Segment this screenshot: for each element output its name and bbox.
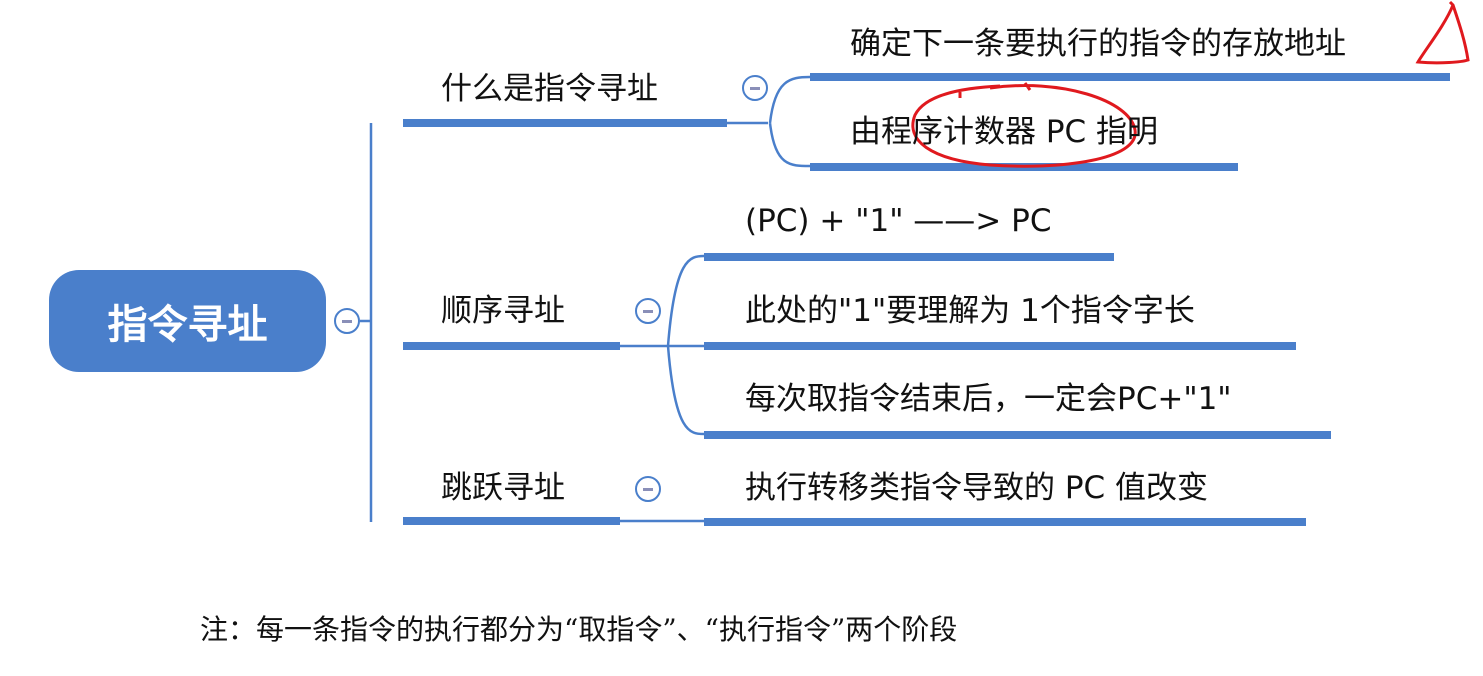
branch-label[interactable]: 顺序寻址 (441, 293, 565, 329)
child-underline (704, 518, 1306, 526)
child-label[interactable]: 每次取指令结束后，一定会PC+"1" (745, 381, 1232, 417)
collapse-toggle-icon[interactable] (334, 308, 360, 334)
annotation-circle (911, 82, 1137, 168)
child-label[interactable]: 确定下一条要执行的指令的存放地址 (850, 26, 1346, 62)
child-underline (704, 342, 1296, 350)
collapse-toggle-icon[interactable] (635, 476, 661, 502)
child-label[interactable]: 由程序计数器 PC 指明 (850, 114, 1159, 150)
child-label[interactable]: (PC) + "1" ——> PC (745, 203, 1052, 239)
root-label: 指令寻址 (107, 302, 268, 348)
branch-underline (403, 119, 727, 127)
collapse-toggle-icon[interactable] (635, 298, 661, 324)
child-underline (810, 73, 1450, 81)
footnote: 注：每一条指令的执行都分为“取指令”、“执行指令”两个阶段 (200, 613, 958, 646)
branch-label[interactable]: 什么是指令寻址 (441, 71, 658, 107)
child-label[interactable]: 执行转移类指令导致的 PC 值改变 (745, 470, 1209, 506)
child-underline (704, 431, 1331, 439)
child-label[interactable]: 此处的"1"要理解为 1个指令字长 (745, 293, 1195, 329)
branch-underline (403, 517, 620, 525)
branch-underline (403, 342, 620, 350)
root-node[interactable]: 指令寻址 (49, 270, 326, 372)
collapse-toggle-icon[interactable] (742, 75, 768, 101)
branch-label[interactable]: 跳跃寻址 (441, 470, 565, 506)
child-underline (704, 253, 1114, 261)
annotation-triangle (1415, 0, 1470, 65)
